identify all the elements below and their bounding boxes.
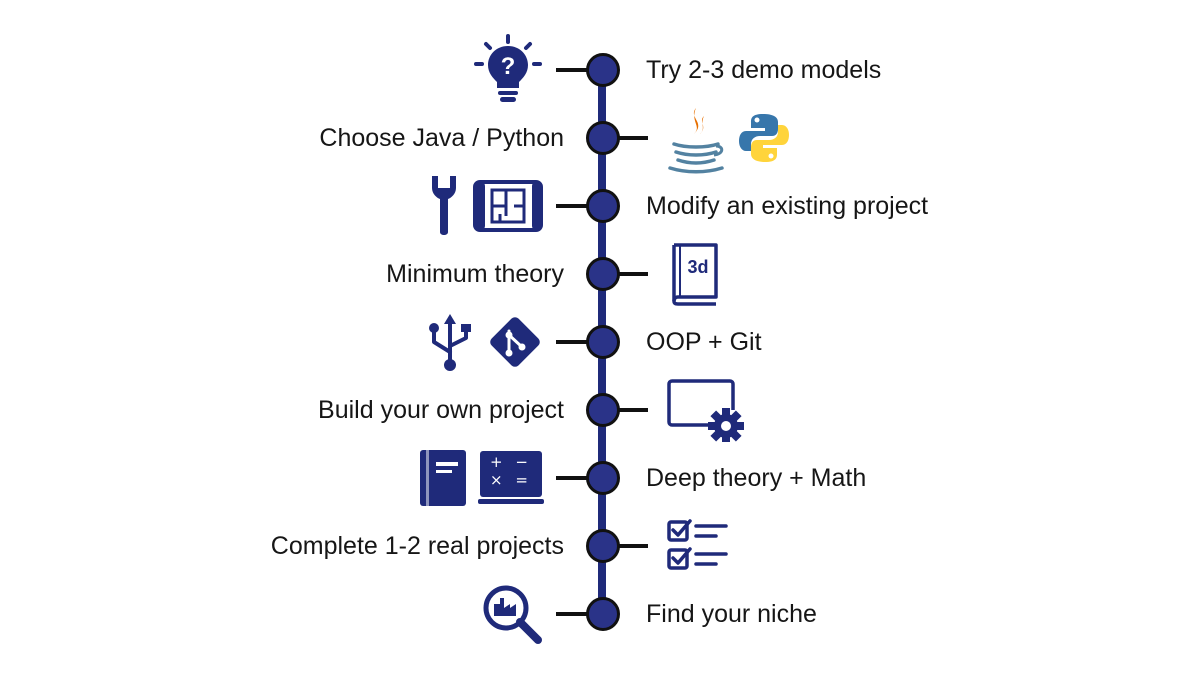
blueprint-icon bbox=[473, 180, 543, 232]
timeline-node bbox=[586, 121, 620, 155]
step-label: Deep theory + Math bbox=[646, 464, 867, 492]
connector bbox=[616, 272, 648, 276]
step-icons bbox=[426, 170, 544, 242]
book-cover-text: 3d bbox=[687, 257, 709, 277]
step-label: Build your own project bbox=[318, 396, 564, 424]
connector bbox=[556, 476, 588, 480]
svg-text:?: ? bbox=[501, 53, 516, 80]
step-label: OOP + Git bbox=[646, 328, 762, 356]
connector bbox=[556, 612, 588, 616]
book-icon bbox=[420, 450, 466, 506]
step-icons: + − × = bbox=[418, 442, 544, 514]
timeline-node bbox=[586, 325, 620, 359]
step-icons bbox=[424, 306, 544, 378]
usb-branch-icon bbox=[429, 314, 471, 371]
board-symbols: + − × = bbox=[490, 453, 532, 489]
step-icons bbox=[666, 102, 792, 174]
step-label: Modify an existing project bbox=[646, 192, 929, 220]
timeline-node bbox=[586, 53, 620, 87]
step-icons: ? bbox=[472, 34, 544, 106]
step-label: Choose Java / Python bbox=[319, 124, 564, 152]
connector bbox=[616, 544, 648, 548]
step-icons bbox=[666, 374, 750, 446]
calculator-board-icon: + − × = bbox=[478, 449, 544, 507]
wrench-icon bbox=[432, 176, 456, 235]
lightbulb-question-icon: ? bbox=[474, 34, 542, 102]
connector bbox=[616, 136, 648, 140]
python-icon bbox=[739, 114, 789, 162]
timeline-node bbox=[586, 597, 620, 631]
connector bbox=[556, 68, 588, 72]
checklist-icon bbox=[667, 519, 728, 570]
book-3d-icon: 3d bbox=[666, 241, 722, 307]
timeline-node bbox=[586, 393, 620, 427]
step-label: Complete 1-2 real projects bbox=[270, 532, 564, 560]
step-icons: 3d bbox=[666, 238, 722, 310]
step-label: Try 2-3 demo models bbox=[646, 56, 882, 84]
magnifier-factory-icon bbox=[483, 585, 542, 644]
step-icons bbox=[666, 510, 730, 582]
connector bbox=[616, 408, 648, 412]
connector bbox=[556, 340, 588, 344]
step-label: Find your niche bbox=[646, 600, 817, 628]
timeline-node bbox=[586, 529, 620, 563]
monitor-gear-icon bbox=[667, 379, 744, 442]
timeline-node bbox=[586, 257, 620, 291]
timeline-node bbox=[586, 189, 620, 223]
connector bbox=[556, 204, 588, 208]
step-icons bbox=[480, 578, 544, 650]
timeline-node bbox=[586, 461, 620, 495]
java-icon bbox=[668, 108, 724, 174]
step-label: Minimum theory bbox=[386, 260, 564, 288]
git-icon bbox=[490, 317, 540, 367]
